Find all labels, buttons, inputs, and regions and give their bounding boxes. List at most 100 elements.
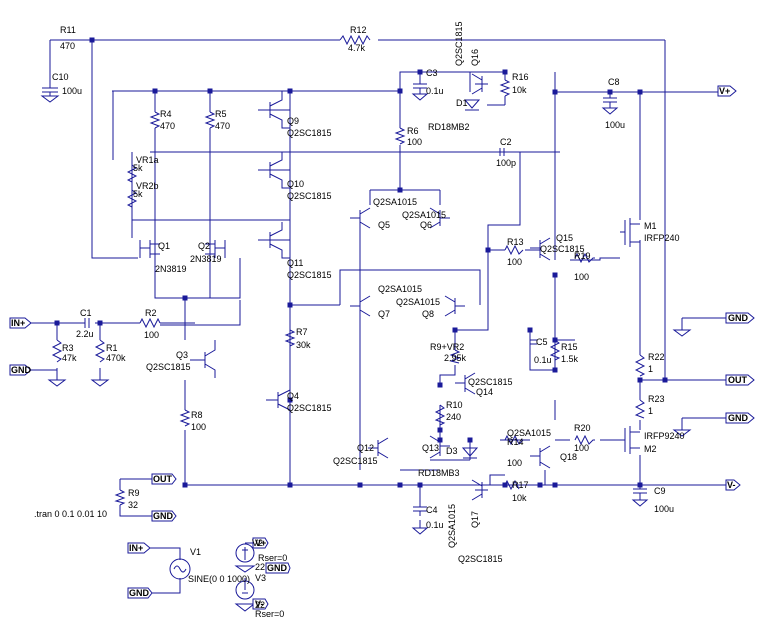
label-R10-ref: R10 (446, 400, 463, 410)
label-R15-value: 1.5k (561, 354, 579, 364)
net-label-in-plus-source: IN+ (129, 543, 143, 553)
net-label-gnd-load: GND (153, 511, 174, 521)
label-R2-value: 100 (144, 330, 159, 340)
label-R20-ref: R20 (574, 423, 591, 433)
label-R17-ref: R17 (512, 480, 529, 490)
junction-dot (485, 247, 491, 253)
junction-dot (287, 302, 293, 308)
label-C5-value: 0.1u (534, 355, 552, 365)
junction-dot (437, 437, 443, 443)
label-V2-rser: Rser=0 (258, 553, 287, 563)
label-R5-ref: R5 (215, 109, 227, 119)
net-label-gnd-supplies: GND (267, 563, 288, 573)
label-D1-value: RD18MB2 (428, 122, 470, 132)
junction-dot (452, 327, 458, 333)
label-Q9-value: Q2SC1815 (287, 128, 332, 138)
label-Q18-ref: Q18 (560, 452, 577, 462)
label-R20-value: 100 (574, 443, 589, 453)
junction-dot (89, 37, 95, 43)
net-label-gnd-source: GND (129, 588, 150, 598)
labels: R11 470 R12 4.7k C10 100u R4 470 R5 470 … (34, 21, 685, 619)
junction-dot (637, 482, 643, 488)
label-D3-ref: D3 (446, 446, 458, 456)
label-R8-value: 100 (191, 422, 206, 432)
label-R10-value: 240 (446, 412, 461, 422)
junction-dot (527, 327, 533, 333)
net-label-v-minus-source: V- (255, 599, 264, 609)
label-C10-value: 100u (62, 86, 82, 96)
junction-dot (537, 482, 543, 488)
ground-symbols (40, 93, 728, 612)
junction-dot (357, 482, 363, 488)
junction-dot (552, 337, 558, 343)
spice-directive: .tran 0 0.1 0.01 10 (34, 509, 107, 519)
junction-dot (552, 367, 558, 373)
label-V1-ref: V1 (190, 547, 201, 557)
label-Q9-ref: Q9 (287, 116, 299, 126)
label-VR2b-value: 5k (133, 189, 143, 199)
label-Q10-ref: Q10 (287, 179, 304, 189)
label-C9-ref: C9 (654, 486, 666, 496)
junction-dot (397, 187, 403, 193)
net-label-in-plus: IN+ (11, 318, 25, 328)
net-label-gnd-left: GND (11, 365, 32, 375)
junction-dots (54, 37, 668, 488)
label-C5-ref: C5 (536, 337, 548, 347)
label-C2-ref: C2 (500, 137, 512, 147)
label-Q14-value: Q2SC1815 (468, 377, 513, 387)
diodes (461, 99, 481, 459)
label-Q17-ref: Q17 (470, 511, 480, 528)
label-R7-value: 30k (296, 340, 311, 350)
net-label-v-plus-source: V+ (255, 538, 266, 548)
label-R9-ref: R9 (128, 488, 140, 498)
label-V3-rser: Rser=0 (255, 609, 284, 619)
label-R15-ref: R15 (561, 342, 578, 352)
net-label-out: OUT (728, 375, 748, 385)
label-C3-ref: C3 (426, 68, 438, 78)
label-Q1-value: 2N3819 (155, 264, 187, 274)
label-C2-value: 100p (496, 158, 516, 168)
label-Q16-value: Q2SC1815 (454, 21, 464, 66)
net-label-gnd-right-bottom: GND (728, 413, 749, 423)
label-R4-value: 470 (160, 121, 175, 131)
label-R22-ref: R22 (648, 352, 665, 362)
label-R6-value: 100 (407, 137, 422, 147)
label-R3-ref: R3 (62, 343, 74, 353)
junction-dot (417, 69, 423, 75)
label-Q7-value: Q2SA1015 (378, 284, 422, 294)
label-Q13-ref: Q13 (422, 443, 439, 453)
label-V3-value: 22 (255, 600, 265, 610)
junction-dot (54, 320, 60, 326)
label-R7-ref: R7 (296, 327, 308, 337)
junction-dot (502, 482, 508, 488)
label-Q6-ref: Q6 (420, 220, 432, 230)
label-R23-ref: R23 (648, 394, 665, 404)
label-R11-value: 470 (60, 41, 75, 51)
junction-dot (437, 382, 443, 388)
label-C8-ref: C8 (608, 77, 620, 87)
label-Q2-ref: Q2 (198, 241, 210, 251)
label-Q11-ref: Q11 (287, 258, 303, 268)
label-V2-value: 22 (255, 562, 265, 572)
junction-dot (467, 437, 473, 443)
transistors (139, 73, 640, 501)
label-M2-ref: M2 (644, 444, 657, 454)
label-VR2b-ref: VR2b (136, 181, 159, 191)
label-R4-ref: R4 (160, 109, 172, 119)
label-D1-ref: D1 (456, 98, 468, 108)
label-C4-value: 0.1u (426, 520, 444, 530)
label-Q8-ref: Q8 (422, 309, 434, 319)
junction-dot (552, 482, 558, 488)
label-Q10-value: Q2SC1815 (287, 191, 332, 201)
label-C1-ref: C1 (80, 308, 92, 318)
junction-dot (152, 88, 158, 94)
junction-dot (437, 427, 443, 433)
label-Q3-ref: Q3 (176, 350, 188, 360)
label-R14-ref: R14 (507, 437, 524, 447)
label-R19-value: 100 (574, 272, 589, 282)
label-R9-value: 32 (128, 500, 138, 510)
junction-dot (637, 377, 643, 383)
label-R9VR2-value: 2.95k (444, 353, 467, 363)
junction-dot (552, 272, 558, 278)
